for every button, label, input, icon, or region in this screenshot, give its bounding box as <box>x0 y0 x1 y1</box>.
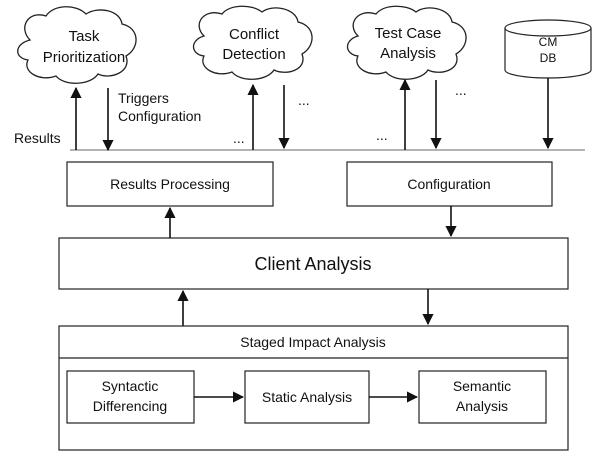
client-analysis-box: Client Analysis <box>58 237 569 290</box>
cloud-testcase-line2: Analysis <box>380 45 436 62</box>
cloud-test-case-analysis: Test Case Analysis <box>346 5 467 80</box>
configuration-box: Configuration <box>346 161 553 207</box>
ellipsis-testcase-left: ... <box>376 127 388 143</box>
staged-impact-title: Staged Impact Analysis <box>240 334 386 350</box>
static-analysis-box: Static Analysis <box>244 370 370 424</box>
cloud-conflict-line2: Detection <box>222 46 285 63</box>
db-label-line1: CM <box>539 35 558 49</box>
syntactic-differencing-box: Syntactic Differencing <box>66 370 195 424</box>
client-analysis-label: Client Analysis <box>254 254 371 274</box>
cm-db-cylinder: CM DB <box>504 19 592 79</box>
static-analysis-label: Static Analysis <box>262 389 352 405</box>
cloud-conflict-line1: Conflict <box>229 26 280 43</box>
semantic-analysis-box: Semantic Analysis <box>418 370 547 424</box>
ellipsis-testcase-right: ... <box>455 82 467 98</box>
label-results: Results <box>14 130 61 146</box>
configuration-label: Configuration <box>407 176 490 192</box>
semantic-line1: Semantic <box>453 378 511 394</box>
ellipsis-conflict-right: ... <box>298 92 310 108</box>
cloud-task-line1: Task <box>69 28 100 45</box>
label-configuration: Configuration <box>118 108 201 124</box>
cloud-conflict-detection: Conflict Detection <box>192 5 313 80</box>
cloud-task-prioritization: Task Prioritization <box>17 6 137 84</box>
syntactic-line2: Differencing <box>93 398 167 414</box>
cloud-task-line2: Prioritization <box>43 49 126 66</box>
db-label-line2: DB <box>540 51 557 65</box>
ellipsis-conflict-left: ... <box>233 130 245 146</box>
cloud-testcase-line1: Test Case <box>375 25 442 42</box>
label-triggers: Triggers <box>118 90 169 106</box>
results-processing-box: Results Processing <box>66 161 274 207</box>
semantic-line2: Analysis <box>456 398 508 414</box>
syntactic-line1: Syntactic <box>102 378 159 394</box>
results-processing-label: Results Processing <box>110 176 230 192</box>
